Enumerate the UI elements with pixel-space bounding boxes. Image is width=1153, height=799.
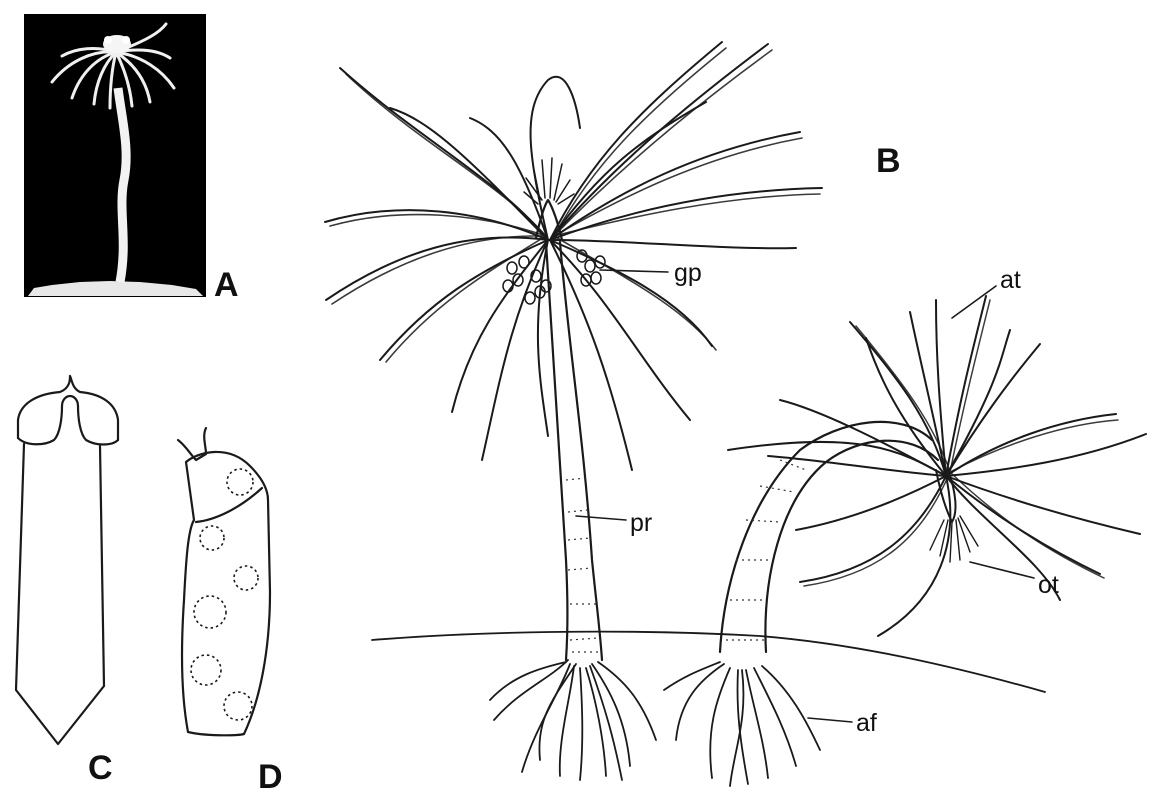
label-pr: pr [630, 509, 652, 537]
label-af: af [856, 709, 877, 737]
panel-label-a: A [214, 266, 239, 304]
leader-lines [576, 270, 1034, 722]
panel-a-photo [24, 14, 206, 297]
label-gp: gp [674, 259, 702, 287]
polyp-right [664, 296, 1146, 786]
panel-c-outline [16, 376, 118, 744]
panel-label-b: B [876, 142, 901, 180]
ground-line [372, 632, 1045, 692]
panel-label-d: D [258, 758, 283, 796]
panel-d-outline [178, 428, 270, 735]
label-at: at [1000, 266, 1021, 294]
label-ot: ot [1038, 571, 1059, 599]
panel-label-c: C [88, 749, 113, 787]
polyp-left [325, 42, 822, 780]
